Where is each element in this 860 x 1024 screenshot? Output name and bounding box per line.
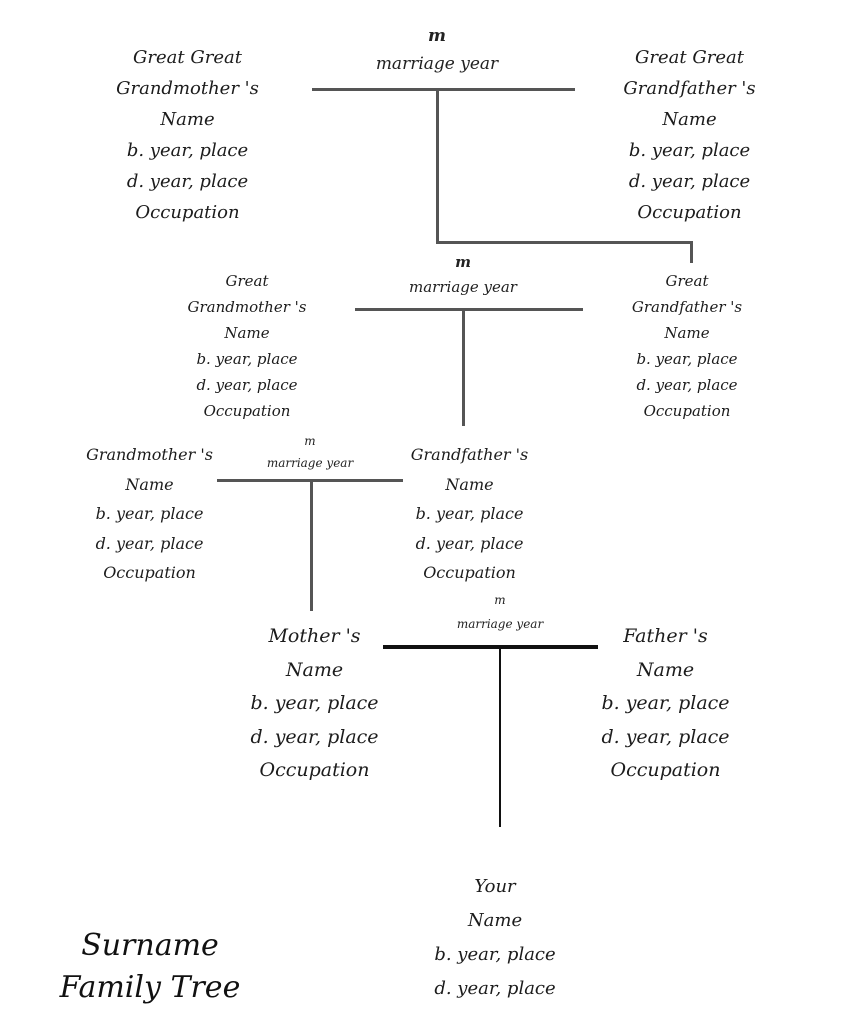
great-great-drop-line xyxy=(690,241,693,263)
name-field: Name xyxy=(636,658,695,681)
marriage-year: marriage year xyxy=(409,278,517,296)
family-tree-subtitle: Family Tree xyxy=(59,970,241,1005)
grand-marriage-label: m marriage year xyxy=(250,430,370,474)
family-tree-title: Surname Family Tree xyxy=(40,925,260,1009)
birth-field: b. year, place xyxy=(95,504,204,523)
death-field: d. year, place xyxy=(636,376,738,394)
grand-descent-line xyxy=(310,480,313,611)
great-great-descent-line xyxy=(436,89,439,243)
great-great-branch-line xyxy=(436,241,693,244)
great-marriage-label: m marriage year xyxy=(388,250,538,300)
occupation-field: Occupation xyxy=(203,402,291,420)
occupation-field: Occupation xyxy=(259,759,370,781)
death-field: d. year, place xyxy=(196,376,298,394)
great-grandfather-card: Great Grandfather 's Name b. year, place… xyxy=(612,268,762,424)
death-field: d. year, place xyxy=(434,978,556,999)
death-field: d. year, place xyxy=(628,171,751,192)
relation-label: Father 's xyxy=(623,625,708,647)
parents-marriage-label: m marriage year xyxy=(440,588,560,636)
name-field: Name xyxy=(445,474,494,494)
marriage-year: marriage year xyxy=(456,617,544,631)
relation-label: Grandmother 's xyxy=(86,445,213,464)
mother-card: Mother 's Name b. year, place d. year, p… xyxy=(232,620,397,788)
grandfather-card: Grandfather 's Name b. year, place d. ye… xyxy=(392,440,547,588)
death-field: d. year, place xyxy=(250,725,379,748)
birth-field: b. year, place xyxy=(196,350,298,368)
occupation-field: Occupation xyxy=(610,759,721,781)
birth-field: b. year, place xyxy=(601,692,730,714)
marriage-m: m xyxy=(428,26,446,46)
name-field: Name xyxy=(467,910,523,931)
relation-label: Grandfather 's xyxy=(410,445,529,464)
occupation-field: Occupation xyxy=(135,202,240,223)
death-field: d. year, place xyxy=(601,725,730,748)
great-grandmother-card: Great Grandmother 's Name b. year, place… xyxy=(172,268,322,424)
your-card: Your Name b. year, place d. year, place xyxy=(415,870,575,1006)
occupation-field: Occupation xyxy=(423,563,516,582)
birth-field: b. year, place xyxy=(636,350,738,368)
marriage-year: marriage year xyxy=(375,54,499,74)
occupation-field: Occupation xyxy=(643,402,731,420)
death-field: d. year, place xyxy=(415,533,524,553)
birth-field: b. year, place xyxy=(126,140,249,161)
death-field: d. year, place xyxy=(126,171,249,192)
surname-title: Surname xyxy=(81,928,219,963)
relation-label: Great Great xyxy=(635,47,744,68)
birth-field: b. year, place xyxy=(415,504,524,523)
relation-label: Great Great xyxy=(133,47,242,68)
marriage-m: m xyxy=(455,253,471,271)
name-field: Name xyxy=(224,324,270,342)
relation-label: Your xyxy=(474,876,516,897)
great-marriage-line xyxy=(355,308,583,311)
great-great-grandfather-card: Great Great Grandfather 's Name b. year,… xyxy=(602,42,777,228)
relation-label: Grandfather 's xyxy=(631,298,743,316)
parents-descent-line xyxy=(499,647,501,827)
name-field: Name xyxy=(285,658,344,681)
name-field: Name xyxy=(664,324,710,342)
marriage-year: marriage year xyxy=(266,456,354,470)
birth-field: b. year, place xyxy=(628,140,751,161)
name-field: Name xyxy=(125,474,174,494)
relation-label: Mother 's xyxy=(268,625,361,647)
relation-label: Great xyxy=(225,272,269,290)
relation-label: Grandmother 's xyxy=(116,78,259,99)
death-field: d. year, place xyxy=(95,533,204,553)
birth-field: b. year, place xyxy=(250,692,379,714)
marriage-m: m xyxy=(304,434,316,448)
name-field: Name xyxy=(160,109,215,130)
great-great-grandmother-card: Great Great Grandmother 's Name b. year,… xyxy=(100,42,275,228)
relation-label: Great xyxy=(665,272,709,290)
relation-label: Grandfather 's xyxy=(623,78,756,99)
name-field: Name xyxy=(662,109,717,130)
great-descent-line xyxy=(462,309,465,426)
grandmother-card: Grandmother 's Name b. year, place d. ye… xyxy=(72,440,227,588)
parents-marriage-line xyxy=(383,645,598,649)
great-great-marriage-label: m marriage year xyxy=(352,22,522,78)
occupation-field: Occupation xyxy=(103,563,196,582)
great-great-marriage-line xyxy=(312,88,575,91)
occupation-field: Occupation xyxy=(637,202,742,223)
marriage-m: m xyxy=(494,593,506,607)
relation-label: Grandmother 's xyxy=(187,298,307,316)
father-card: Father 's Name b. year, place d. year, p… xyxy=(583,620,748,788)
birth-field: b. year, place xyxy=(434,944,556,965)
